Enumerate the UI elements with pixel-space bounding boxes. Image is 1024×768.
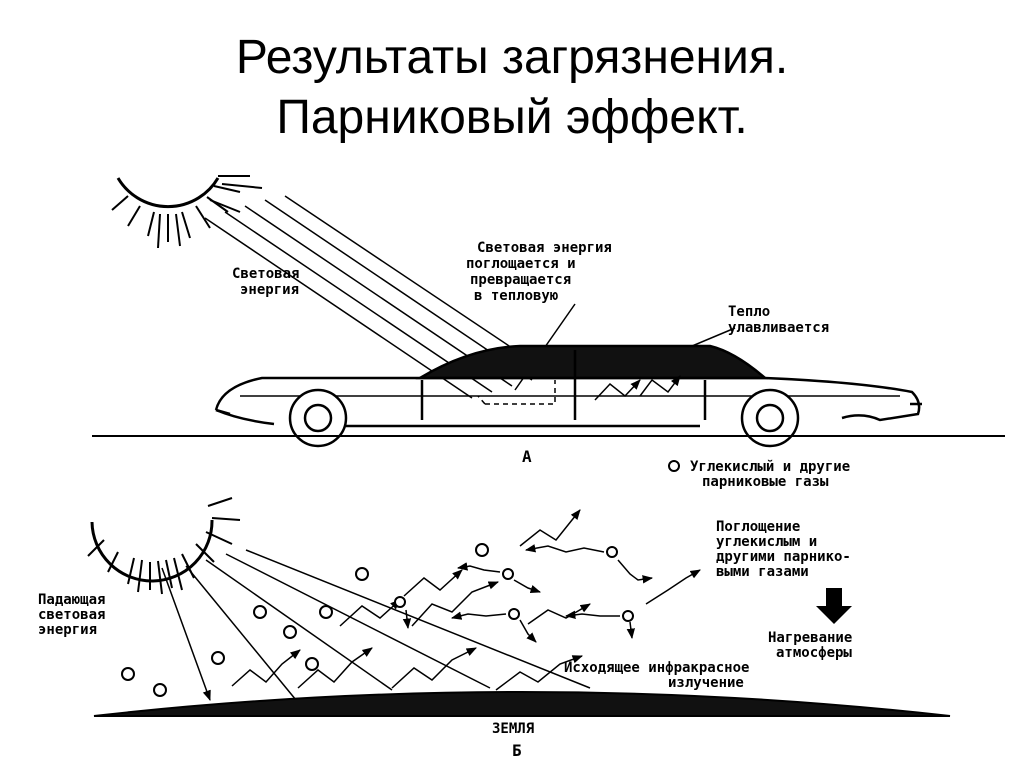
car-icon xyxy=(214,344,922,448)
gas-molecules xyxy=(121,543,634,697)
outgoing-infrared-label: Исходящее инфракрасное излучение xyxy=(564,660,758,691)
reemission-arrows xyxy=(402,544,654,643)
incoming-light-label: Падающая световая энергия xyxy=(38,592,114,638)
absorption-label: Поглощение углекислым и другими парнико-… xyxy=(716,519,859,580)
incoming-light-rays xyxy=(161,549,591,701)
sun-icon xyxy=(87,497,241,595)
diagram-a-car: Световая энергия Световая энергия поглощ… xyxy=(92,175,1005,466)
sunlight-label: Световая энергия xyxy=(232,266,308,298)
gas-molecule-marker xyxy=(668,460,680,472)
outgoing-infrared-arrows xyxy=(231,509,701,691)
down-arrow-icon xyxy=(816,588,852,624)
figure-letter-a: А xyxy=(522,447,532,466)
slide-title: Результаты загрязнения. Парниковый эффек… xyxy=(0,28,1024,148)
slide-title-line-1: Результаты загрязнения. xyxy=(235,31,789,84)
earth-label: ЗЕМЛЯ xyxy=(492,721,534,737)
earth-surface xyxy=(93,691,951,717)
slide-title-line-2: Парниковый эффект. xyxy=(276,91,748,144)
figure-letter-b: Б xyxy=(512,741,522,760)
diagram-b-atmosphere: Падающая световая энергия Поглощение угл… xyxy=(38,497,951,760)
sun-icon xyxy=(111,175,263,249)
absorbed-energy-label: Световая энергия поглощается и превращае… xyxy=(466,240,620,304)
atmosphere-heating-label: Нагревание атмосферы xyxy=(768,630,861,661)
legend: Углекислый и другие парниковые газы xyxy=(668,459,859,490)
heat-trapped-label: Тепло улавливается xyxy=(728,304,829,336)
trapped-heat-arrows xyxy=(594,375,681,401)
gas-molecule-legend-label: Углекислый и другие парниковые газы xyxy=(690,459,859,490)
